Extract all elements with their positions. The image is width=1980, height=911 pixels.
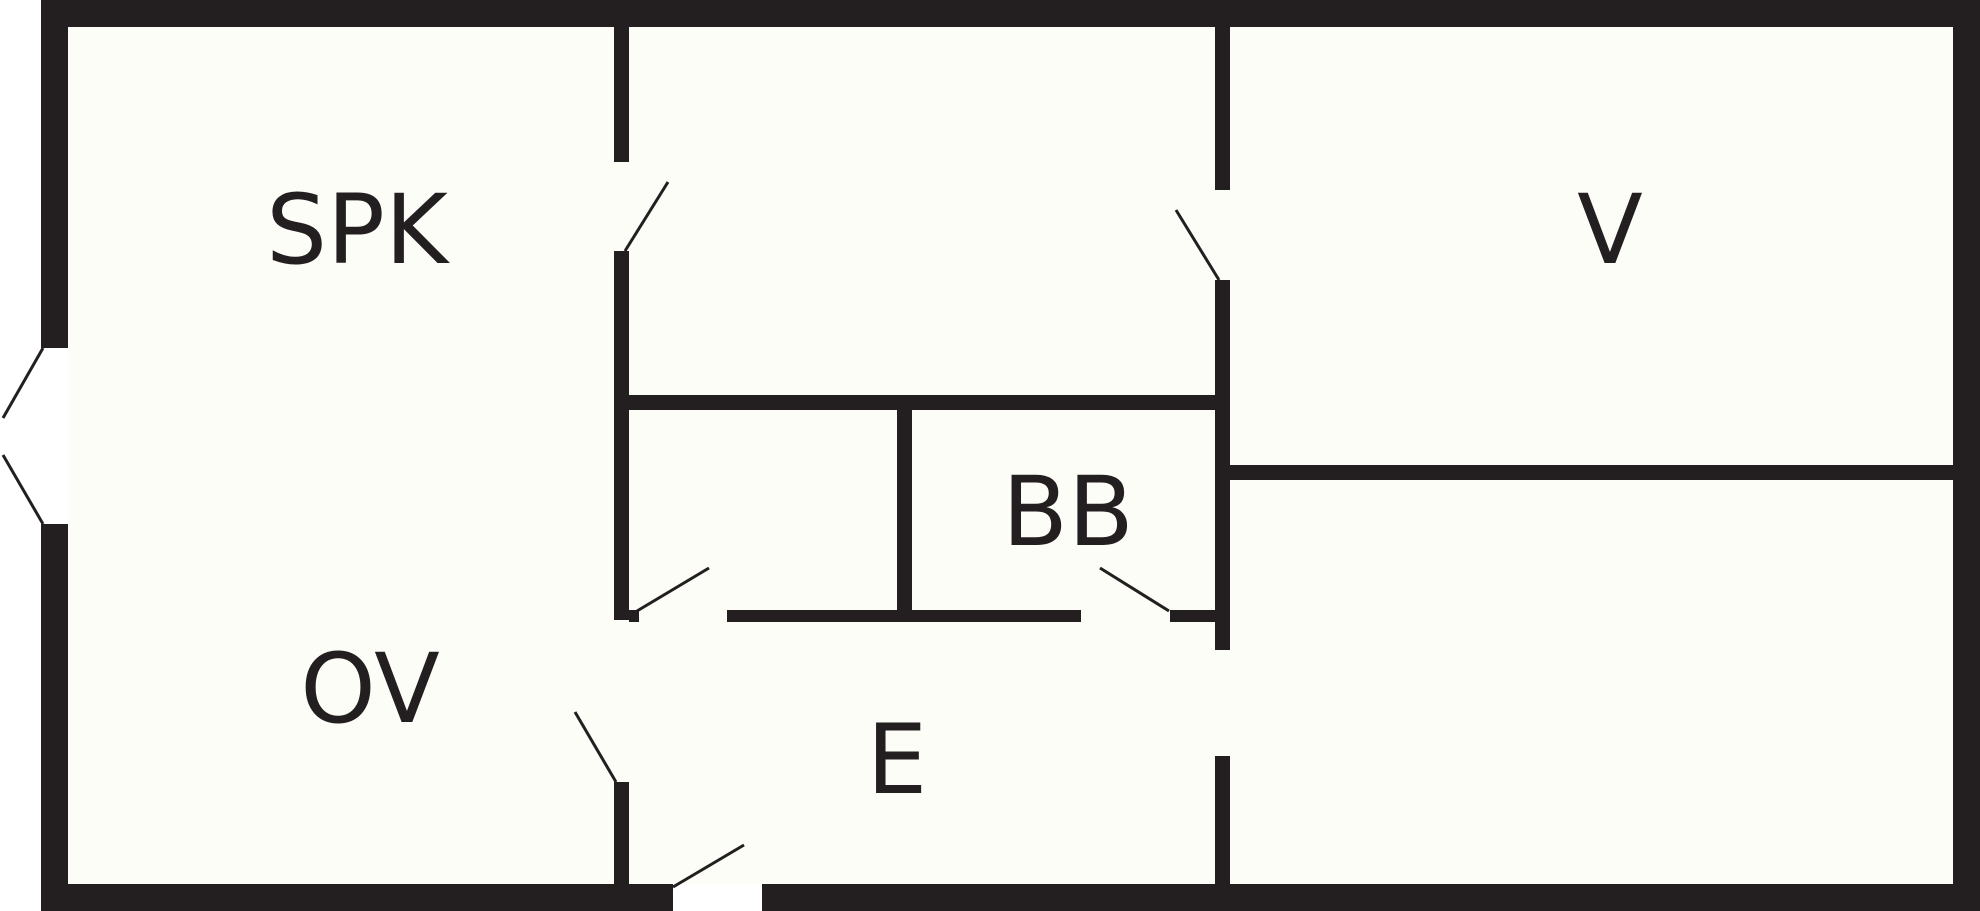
wall-h-lower-c bbox=[1170, 610, 1215, 622]
room-label-ov: OV bbox=[300, 633, 440, 745]
wall-col2-a bbox=[1215, 27, 1230, 190]
wall-col1-c bbox=[614, 782, 629, 884]
door-swings bbox=[1, 181, 1221, 889]
window-swing-upper bbox=[1, 347, 45, 419]
door-swing bbox=[672, 843, 745, 889]
door-swing bbox=[573, 711, 618, 783]
wall-col2-c bbox=[1215, 756, 1230, 884]
room-label-v: V bbox=[1577, 174, 1643, 286]
wall-right bbox=[1953, 0, 1980, 911]
door-swing bbox=[1099, 566, 1170, 613]
wall-h-lower-b bbox=[727, 610, 1081, 622]
room-label-bb: BB bbox=[1002, 456, 1134, 568]
room-label-spk: SPK bbox=[266, 174, 450, 286]
wall-left-upper bbox=[41, 0, 68, 348]
wall-h-right bbox=[1230, 465, 1953, 480]
room-label-e: E bbox=[867, 704, 928, 816]
wall-bath-divider bbox=[897, 410, 912, 610]
door-swing bbox=[1174, 209, 1221, 281]
interior-walls bbox=[614, 27, 1953, 884]
wall-col1-b bbox=[614, 251, 629, 620]
wall-h-middle bbox=[629, 395, 1215, 410]
door-swing bbox=[636, 566, 710, 613]
wall-col1-a bbox=[614, 27, 629, 162]
wall-h-lower-a bbox=[629, 610, 639, 622]
wall-bottom-right bbox=[762, 884, 1980, 911]
door-swing bbox=[623, 181, 670, 252]
exterior-walls bbox=[41, 0, 1980, 911]
wall-left-lower bbox=[41, 524, 68, 911]
floor-area bbox=[68, 27, 1953, 884]
room-labels: SPK V BB OV E bbox=[266, 174, 1643, 816]
wall-bottom-left bbox=[41, 884, 673, 911]
wall-col2-b bbox=[1215, 280, 1230, 650]
wall-top bbox=[41, 0, 1980, 27]
window-swing-lower bbox=[1, 454, 45, 525]
